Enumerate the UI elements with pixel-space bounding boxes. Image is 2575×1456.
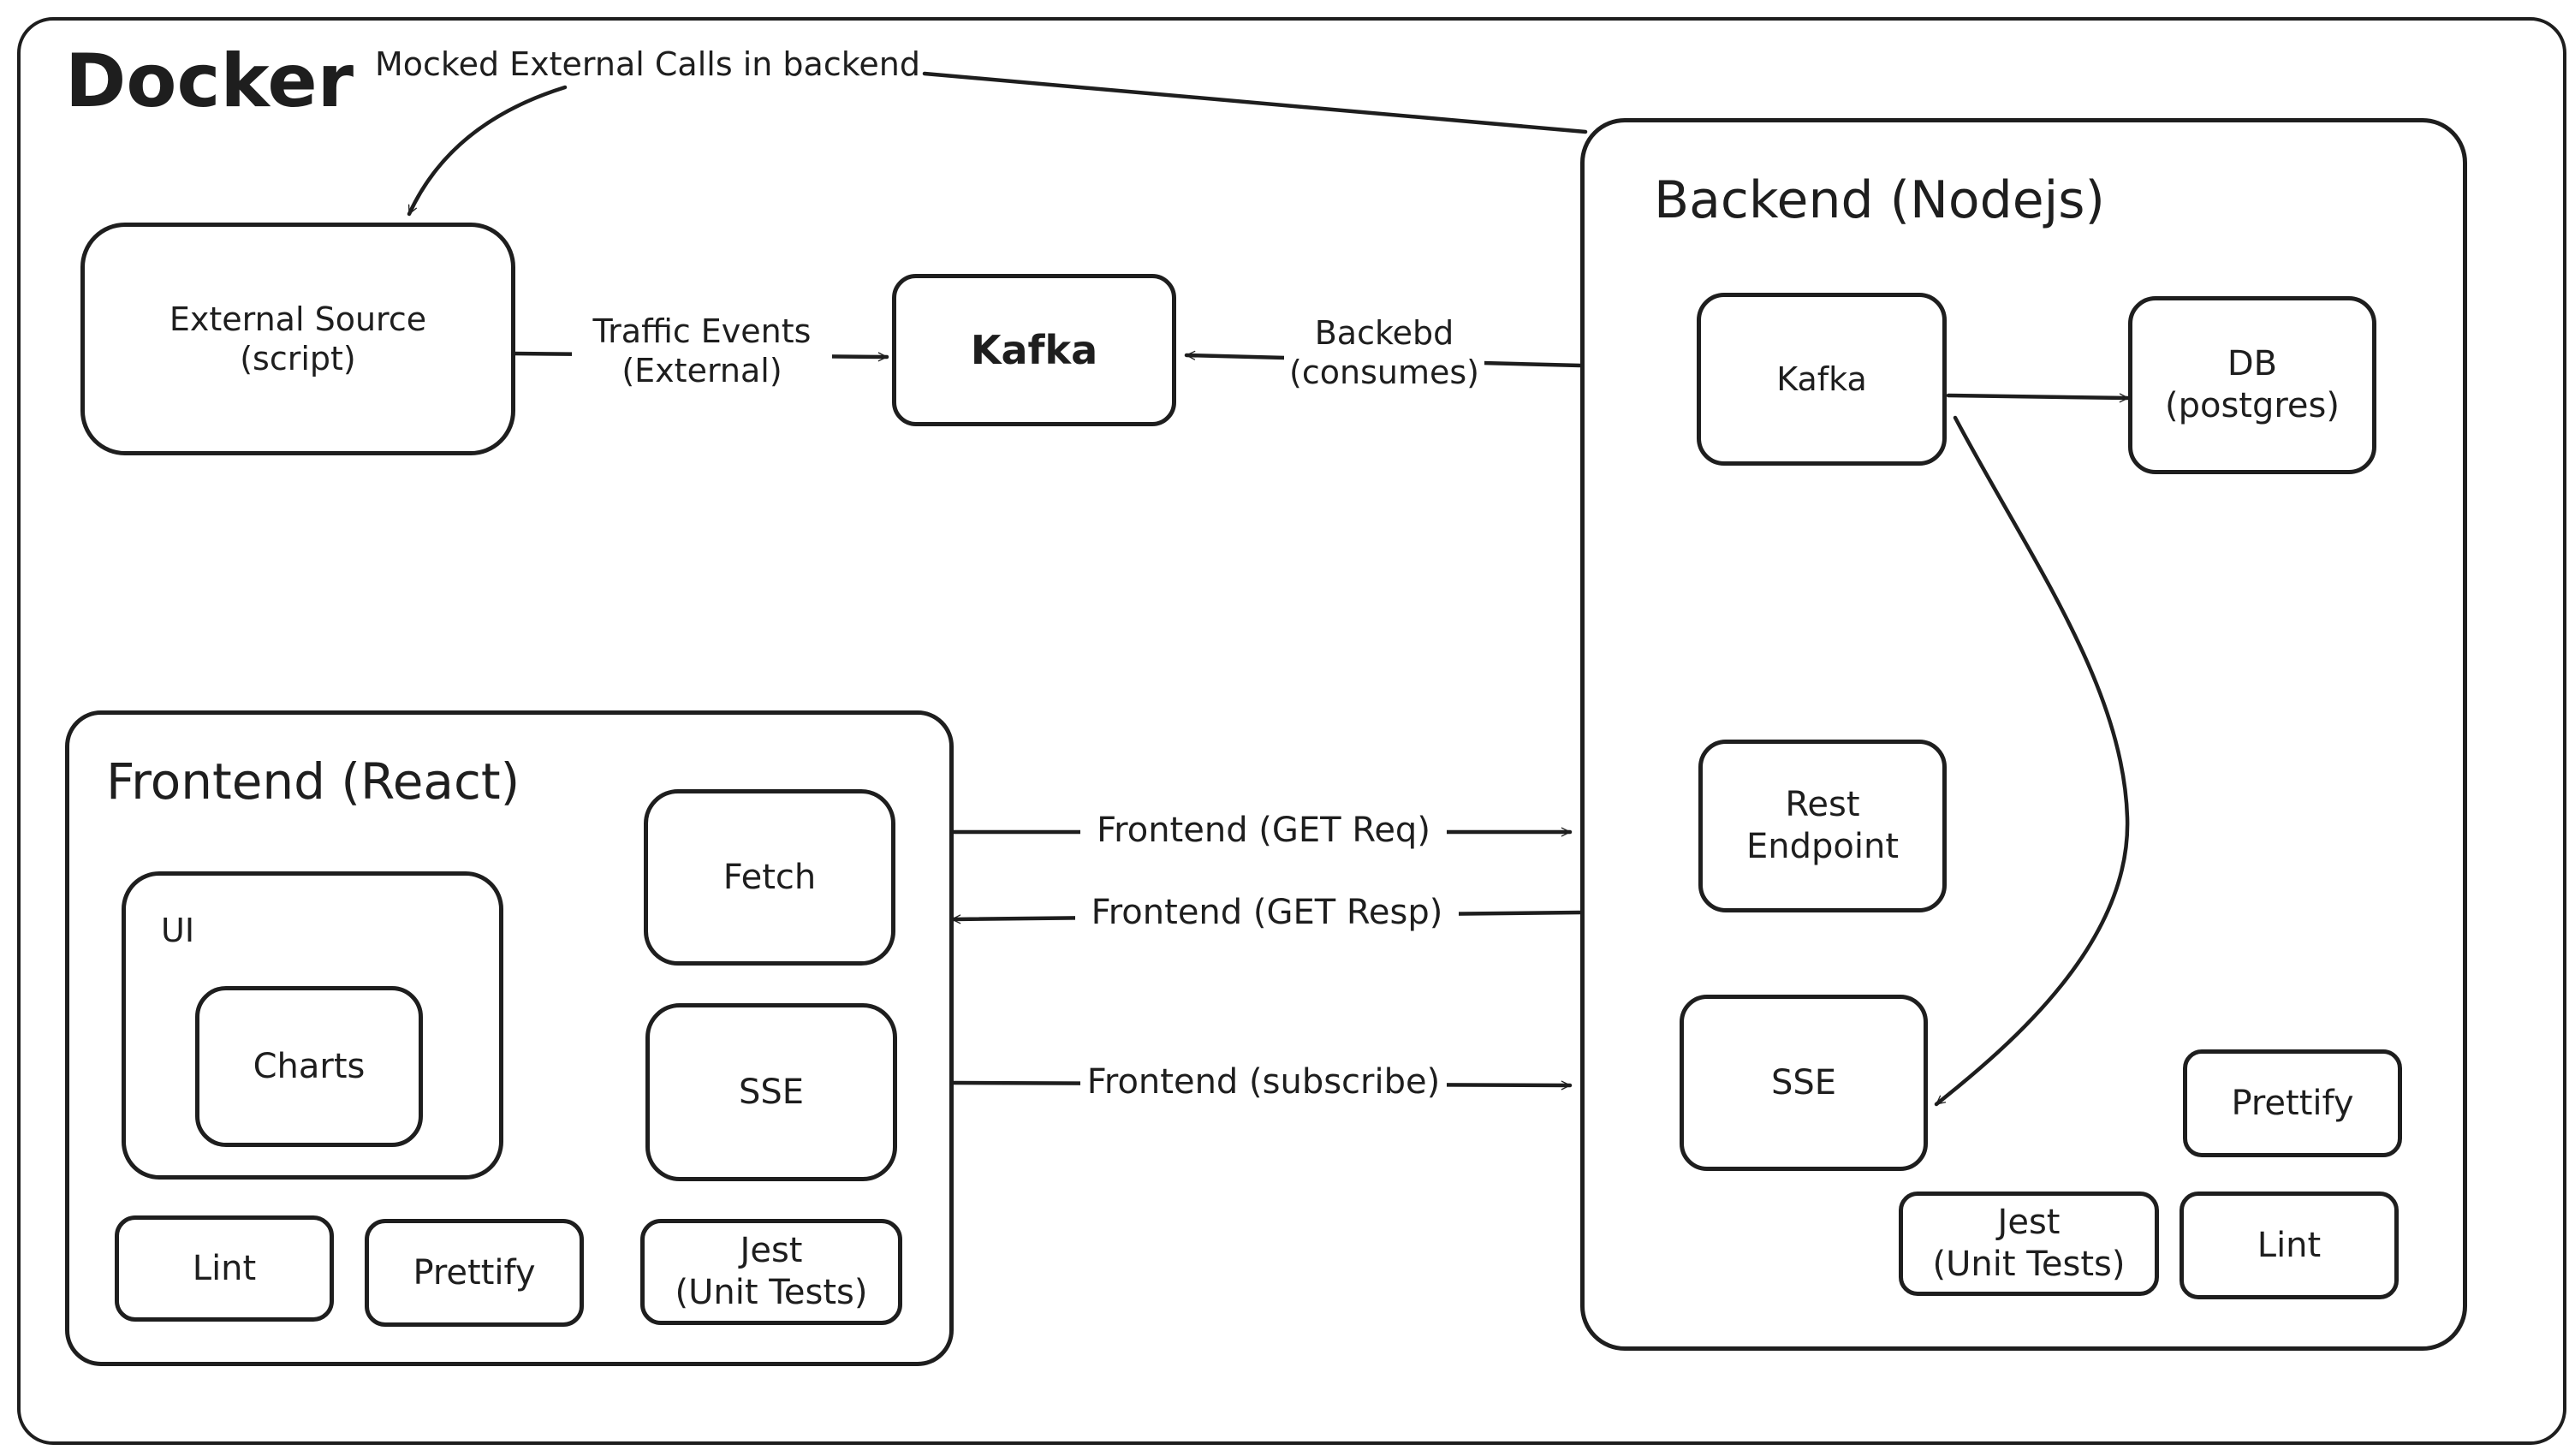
frontend-charts-node: Charts xyxy=(195,986,423,1147)
annotation-arrow xyxy=(407,85,568,217)
annotation-label: Mocked External Calls in backend xyxy=(375,45,920,83)
frontend-fetch-node: Fetch xyxy=(644,789,895,966)
backend-consumes-label: Backebd (consumes) xyxy=(1284,313,1484,393)
arrow-kafka-db xyxy=(1946,393,2131,403)
get-resp-label: Frontend (GET Resp) xyxy=(1075,892,1459,934)
arrow-kafka-sse xyxy=(1934,415,2130,1107)
frontend-lint-node: Lint xyxy=(115,1215,334,1322)
backend-kafka-node: Kafka xyxy=(1697,293,1947,466)
frontend-sse-node: SSE xyxy=(645,1003,897,1181)
backend-container xyxy=(1580,118,2467,1351)
backend-title: Backend (Nodejs) xyxy=(1654,170,2105,230)
backend-rest-endpoint-node: Rest Endpoint xyxy=(1698,740,1947,912)
annotation-link-line xyxy=(922,71,1588,134)
kafka-node: Kafka xyxy=(892,274,1176,426)
traffic-events-label: Traffic Events (External) xyxy=(572,312,832,391)
backend-lint-node: Lint xyxy=(2180,1192,2399,1299)
frontend-container xyxy=(65,710,954,1366)
backend-sse-node: SSE xyxy=(1680,995,1928,1171)
frontend-ui-container xyxy=(122,871,503,1180)
subscribe-label: Frontend (subscribe) xyxy=(1080,1061,1447,1103)
frontend-title: Frontend (React) xyxy=(106,752,520,811)
frontend-ui-label: UI xyxy=(161,912,195,949)
backend-prettify-node: Prettify xyxy=(2183,1049,2402,1157)
backend-db-node: DB (postgres) xyxy=(2128,296,2376,474)
docker-title: Docker xyxy=(65,39,354,124)
external-source-node: External Source (script) xyxy=(80,223,515,455)
get-req-label: Frontend (GET Req) xyxy=(1080,810,1447,852)
docker-container xyxy=(17,17,2566,1445)
backend-jest-node: Jest (Unit Tests) xyxy=(1899,1192,2159,1296)
frontend-prettify-node: Prettify xyxy=(365,1219,584,1327)
frontend-jest-node: Jest (Unit Tests) xyxy=(640,1219,902,1325)
